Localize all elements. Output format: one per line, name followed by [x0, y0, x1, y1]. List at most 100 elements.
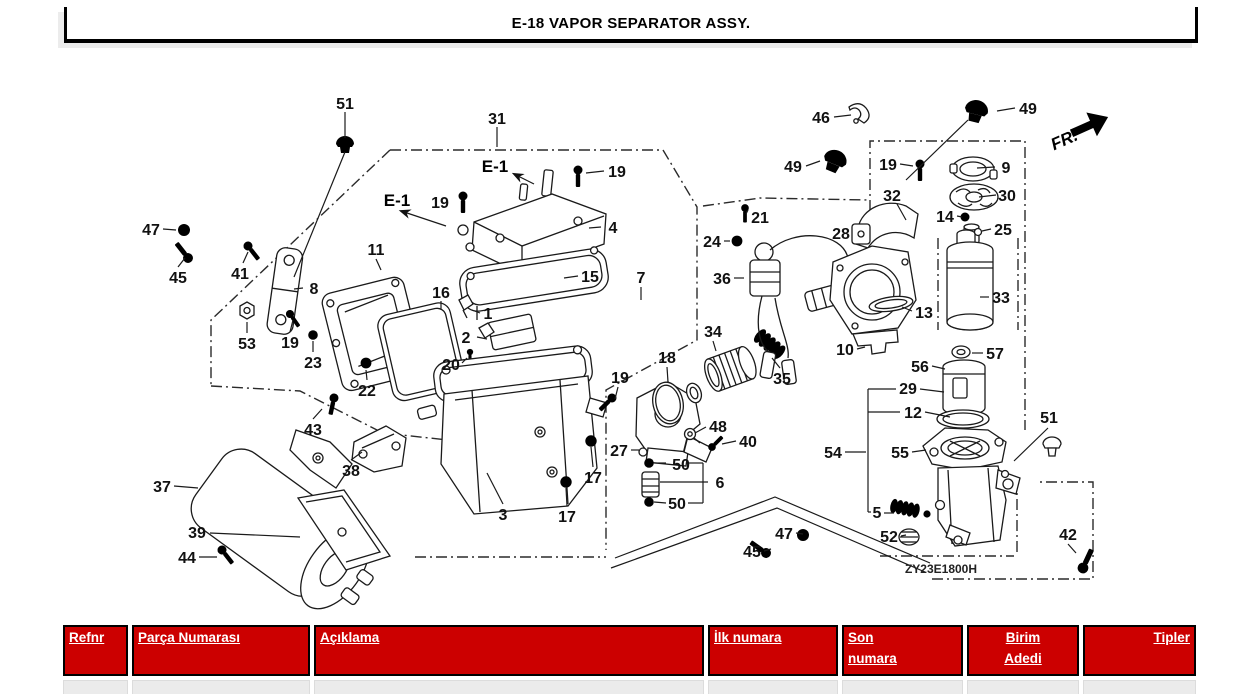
column-header-par-a-numaras-[interactable]: Parça Numarası [132, 625, 310, 676]
part-washer-23 [308, 330, 318, 340]
column-header-birim-adedi[interactable]: Birim Adedi [967, 625, 1079, 676]
part-label-37: 37 [153, 479, 171, 496]
part-bracket-32 [852, 203, 918, 248]
part-nut-53 [240, 302, 254, 319]
fuel-pipe-lines [611, 497, 930, 572]
part-label-51: 51 [336, 96, 354, 113]
part-label-52: 52 [880, 529, 898, 546]
part-label-57: 57 [986, 346, 1004, 363]
part-label-42: 42 [1059, 527, 1077, 544]
part-spring-5 [888, 498, 921, 519]
part-label-14: 14 [936, 209, 954, 226]
part-washer-17a [585, 435, 597, 447]
table-cell-empty [314, 680, 704, 694]
part-label-20: 20 [442, 357, 460, 374]
part-grommet-52 [899, 529, 919, 545]
part-label-16: 16 [432, 285, 450, 302]
part-label-55: 55 [891, 445, 909, 462]
part-label-19: 19 [608, 164, 626, 181]
column-header-tipler[interactable]: Tipler [1083, 625, 1196, 676]
part-label-28: 28 [832, 226, 850, 243]
part-washer-47-bottom [797, 529, 809, 541]
part-float-bowl-3 [417, 344, 607, 514]
part-fuel-pump-33 [947, 229, 993, 331]
part-label-9: 9 [1002, 160, 1011, 177]
exploded-diagram: 51314649E-11949199E-11932302114447242528… [142, 96, 1109, 622]
part-float-valve-1-2 [459, 295, 536, 350]
part-plate-39 [298, 490, 390, 570]
part-ring-57 [952, 346, 970, 358]
part-grommet-51-top [336, 136, 354, 153]
part-label-31: 31 [488, 111, 506, 128]
part-fuel-filter-34 [701, 344, 760, 393]
part-label-27: 27 [610, 443, 628, 460]
part-label-38: 38 [342, 463, 360, 480]
part-cup-56-29 [943, 360, 985, 415]
part-label-29: 29 [899, 381, 917, 398]
part-label-48: 48 [709, 419, 727, 436]
fr-direction: FR. [1048, 112, 1109, 154]
part-ring-30 [950, 184, 998, 210]
part-flange-55 [923, 428, 1006, 470]
part-label-19: 19 [611, 370, 629, 387]
part-canister-strap [290, 430, 352, 488]
part-label-21: 21 [751, 210, 769, 227]
column-header-refnr[interactable]: Refnr [63, 625, 128, 676]
part-flange-28 [830, 246, 916, 334]
part-label-49: 49 [1019, 101, 1037, 118]
column-header-son-numara[interactable]: Son numara [842, 625, 963, 676]
part-pump-holder-10 [853, 330, 898, 354]
part-screw-21 [741, 204, 749, 223]
part-label-17: 17 [584, 470, 602, 487]
part-label-35: 35 [773, 371, 791, 388]
part-label-8: 8 [310, 281, 319, 298]
part-grommet-49-right [962, 97, 991, 125]
part-label-18: 18 [658, 350, 676, 367]
table-cell-empty [842, 680, 963, 694]
part-skirt-12 [937, 410, 989, 428]
part-label-54: 54 [824, 445, 842, 462]
part-label-51: 51 [1040, 410, 1058, 427]
leader-lines [163, 108, 1076, 557]
part-label-45: 45 [743, 544, 761, 561]
part-clip-48 [685, 429, 701, 444]
part-grommet-49-left [819, 146, 850, 176]
part-label-3: 3 [499, 507, 508, 524]
part-label-44: 44 [178, 550, 196, 567]
fr-arrow-icon [1069, 112, 1109, 137]
part-label-19: 19 [281, 335, 299, 352]
part-ring-9 [950, 157, 997, 181]
part-washer-22 [360, 357, 372, 369]
part-washer-17b [560, 476, 572, 488]
column-header-a-klama[interactable]: Açıklama [314, 625, 704, 676]
part-label-E-1: E-1 [482, 157, 508, 176]
part-label-2: 2 [462, 330, 471, 347]
part-bolt-45-topleft [172, 240, 195, 265]
part-bolt-19-left [458, 191, 468, 213]
part-label-12: 12 [904, 405, 922, 422]
part-seal-13 [868, 294, 914, 314]
part-label-4: 4 [609, 220, 618, 237]
part-label-47: 47 [775, 526, 793, 543]
table-cell-empty [967, 680, 1079, 694]
page-title: E-18 VAPOR SEPARATOR ASSY. [511, 14, 751, 32]
part-label-45: 45 [169, 270, 187, 287]
part-bolt-51-right [1043, 437, 1061, 456]
part-label-11: 11 [368, 242, 385, 259]
part-label-24: 24 [703, 234, 721, 251]
column-header-i-lk-numara[interactable]: İlk numara [708, 625, 838, 676]
part-label-13: 13 [915, 305, 933, 322]
part-label-50: 50 [672, 457, 690, 474]
part-label-41: 41 [231, 266, 249, 283]
part-label-E-1: E-1 [384, 191, 410, 210]
table-row [63, 680, 1196, 694]
part-separator-body-54 [936, 466, 1021, 546]
part-label-43: 43 [304, 422, 322, 439]
part-label-49: 49 [784, 159, 802, 176]
part-label-56: 56 [911, 359, 929, 376]
part-label-40: 40 [739, 434, 757, 451]
part-bracket-38 [352, 426, 406, 472]
